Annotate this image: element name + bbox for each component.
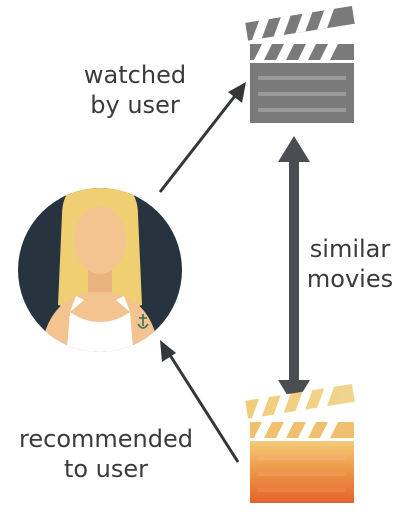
user-avatar-icon (18, 188, 182, 352)
label-recommended-to-user: recommended to user (8, 424, 204, 484)
arrow-recommended (160, 340, 240, 463)
label-line: by user (90, 91, 180, 119)
clapperboard-icon (245, 383, 355, 503)
label-line: recommended (19, 425, 193, 453)
label-line: watched (83, 61, 187, 89)
label-similar-movies: similar movies (300, 234, 400, 294)
arrow-watched (158, 82, 246, 193)
similarity-double-arrow (278, 136, 310, 406)
label-line: movies (306, 265, 394, 293)
label-watched-by-user: watched by user (70, 60, 200, 120)
clapperboard-icon (245, 5, 355, 123)
label-line: similar (309, 235, 391, 263)
label-line: to user (63, 455, 149, 483)
